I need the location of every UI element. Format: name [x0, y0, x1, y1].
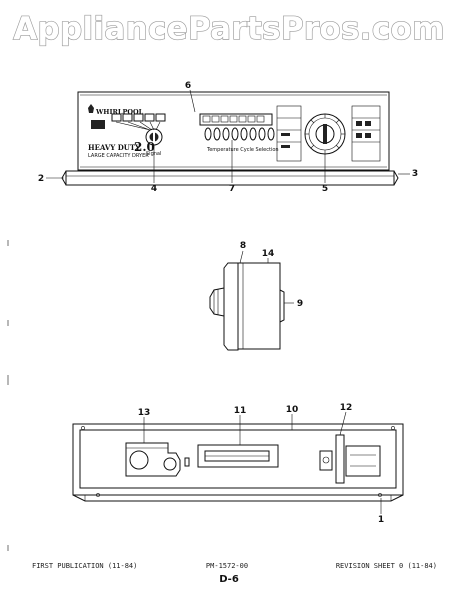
callout-7: 7	[229, 184, 235, 194]
watermark: AppliancePartsPros.com	[13, 11, 445, 47]
push-button-group	[111, 113, 166, 131]
callout-4: 4	[151, 184, 157, 194]
cycle-indicator-row: Temperature Cycle Selection	[199, 113, 279, 153]
console-front-panel: WHIRLPOOL HEAVY DUTY 2.0 LARGE CAPACITY …	[61, 91, 399, 186]
brand-logo: WHIRLPOOL	[88, 104, 144, 116]
callout-10: 10	[286, 405, 299, 415]
console-back-panel	[72, 423, 404, 502]
callouts-top: 6 2 3 4 7 5	[38, 81, 418, 194]
selector-caption: Temperature Cycle Selection	[206, 147, 279, 153]
svg-text:Signal: Signal	[146, 151, 161, 157]
brand-name: WHIRLPOOL	[95, 108, 144, 116]
footer-revision: REVISION SHEET 0 (11-84)	[336, 562, 437, 570]
footer-part-number: PM-1572-00	[206, 562, 248, 570]
callout-8: 8	[240, 241, 246, 251]
callout-11: 11	[234, 406, 247, 416]
part-12-switch	[319, 434, 381, 484]
model-subtitle: LARGE CAPACITY DRYER	[88, 153, 149, 159]
part-11-switch	[197, 444, 279, 468]
callout-2: 2	[38, 174, 44, 184]
callout-1: 1	[378, 515, 384, 525]
callout-13: 13	[138, 408, 151, 418]
part-13-switch	[125, 442, 190, 477]
callout-12: 12	[340, 403, 353, 413]
callouts-bottom: 13 11 10 12 1	[138, 403, 384, 525]
timer-dial	[304, 113, 346, 155]
page-number: D-6	[219, 574, 239, 585]
callout-6: 6	[185, 81, 191, 91]
footer-publication: FIRST PUBLICATION (11-84)	[32, 562, 137, 570]
side-view-assembly	[209, 262, 285, 351]
right-info-block	[276, 105, 381, 162]
callout-3: 3	[412, 169, 418, 179]
callout-14: 14	[262, 249, 275, 259]
callout-5: 5	[322, 184, 328, 194]
model-label: HEAVY DUTY	[88, 143, 141, 152]
callouts-side: 8 14 9	[239, 241, 303, 309]
callout-9: 9	[297, 299, 303, 309]
